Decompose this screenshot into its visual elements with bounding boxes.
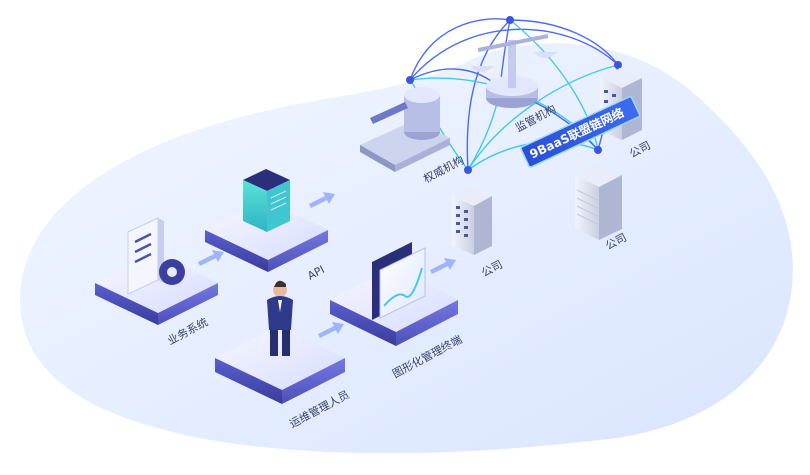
flow-arrows [198, 192, 456, 338]
arrow-icon [309, 192, 335, 208]
arrow-icon [318, 322, 344, 338]
gavel-icon [360, 87, 450, 172]
document-icon [127, 217, 164, 295]
arrow-icon [430, 258, 456, 274]
ops-platform [215, 326, 345, 404]
scales-icon [470, 34, 558, 108]
company-building-1 [452, 186, 492, 255]
person-icon [267, 280, 293, 356]
server-cube-icon [243, 169, 290, 232]
business-system-platform [95, 253, 218, 325]
monitor-chart-icon [372, 242, 426, 320]
arrow-icon [198, 250, 224, 266]
gear-icon [159, 259, 185, 285]
company-building-2 [575, 163, 622, 240]
